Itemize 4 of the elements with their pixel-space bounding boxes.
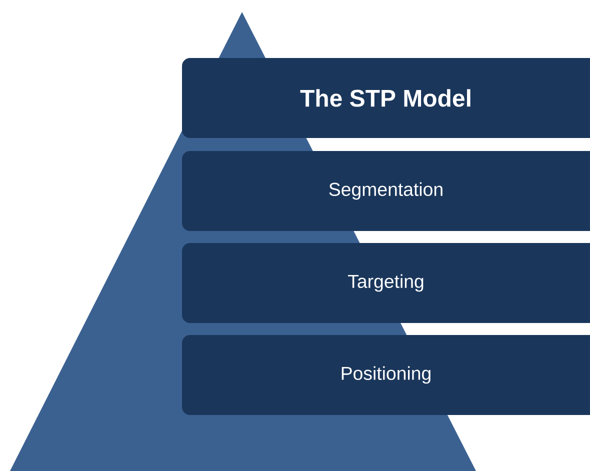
title-box: The STP Model (182, 58, 590, 138)
stage-box: Segmentation (182, 151, 590, 231)
stage-box: Targeting (182, 243, 590, 323)
stage-box: Positioning (182, 334, 590, 415)
